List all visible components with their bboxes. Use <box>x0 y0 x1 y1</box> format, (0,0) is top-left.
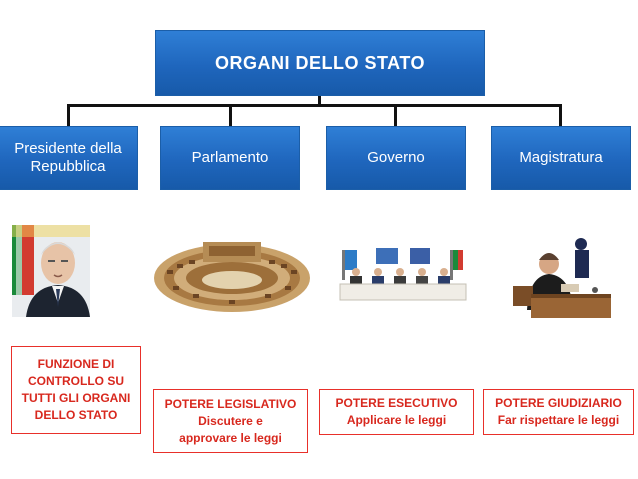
root-box: ORGANI DELLO STATO <box>155 30 485 96</box>
parliament-chamber-icon <box>154 242 310 312</box>
note-governo-line2: Applicare le leggi <box>346 413 447 427</box>
note-magistratura: POTERE GIUDIZIARIO Far rispettare le leg… <box>483 389 634 435</box>
box-presidente: Presidente della Repubblica <box>0 126 138 190</box>
parlamento-label: Parlamento <box>191 149 269 166</box>
box-parlamento: Parlamento <box>160 126 300 190</box>
connector-root-stem <box>318 96 321 106</box>
judge-court-icon <box>513 238 611 318</box>
note-governo: POTERE ESECUTIVO Applicare le leggi <box>319 389 474 435</box>
box-governo: Governo <box>326 126 466 190</box>
note-presidente-line2: CONTROLLO SU <box>28 374 124 388</box>
note-presidente-line3: TUTTI GLI ORGANI <box>21 391 131 405</box>
root-label: ORGANI DELLO STATO <box>215 52 425 73</box>
connector-horizontal <box>67 104 562 107</box>
box-magistratura: Magistratura <box>491 126 631 190</box>
note-governo-line1: POTERE ESECUTIVO <box>335 396 458 410</box>
note-presidente: FUNZIONE DI CONTROLLO SU TUTTI GLI ORGAN… <box>11 346 141 434</box>
magistratura-label: Magistratura <box>519 149 603 166</box>
presidente-label-line2: Repubblica <box>30 158 106 175</box>
connector-magistratura <box>559 104 562 126</box>
note-parlamento-line1: POTERE LEGISLATIVO <box>164 396 297 411</box>
note-presidente-line1: FUNZIONE DI <box>37 357 115 371</box>
presidente-label-line1: Presidente della <box>14 140 122 157</box>
note-magistratura-line2: Far rispettare le leggi <box>497 413 620 427</box>
connector-parlamento <box>229 104 232 126</box>
note-parlamento-line3: approvare le leggi <box>179 430 282 445</box>
connector-president <box>67 104 70 126</box>
note-parlamento-line2: Discutere e <box>198 413 263 428</box>
president-portrait-icon <box>12 225 90 317</box>
government-council-icon <box>338 244 468 302</box>
note-magistratura-line1: POTERE GIUDIZIARIO <box>495 396 622 410</box>
governo-label: Governo <box>367 149 425 166</box>
connector-governo <box>394 104 397 126</box>
note-parlamento: POTERE LEGISLATIVO Discutere e approvare… <box>153 389 308 453</box>
note-presidente-line4: DELLO STATO <box>34 408 118 422</box>
